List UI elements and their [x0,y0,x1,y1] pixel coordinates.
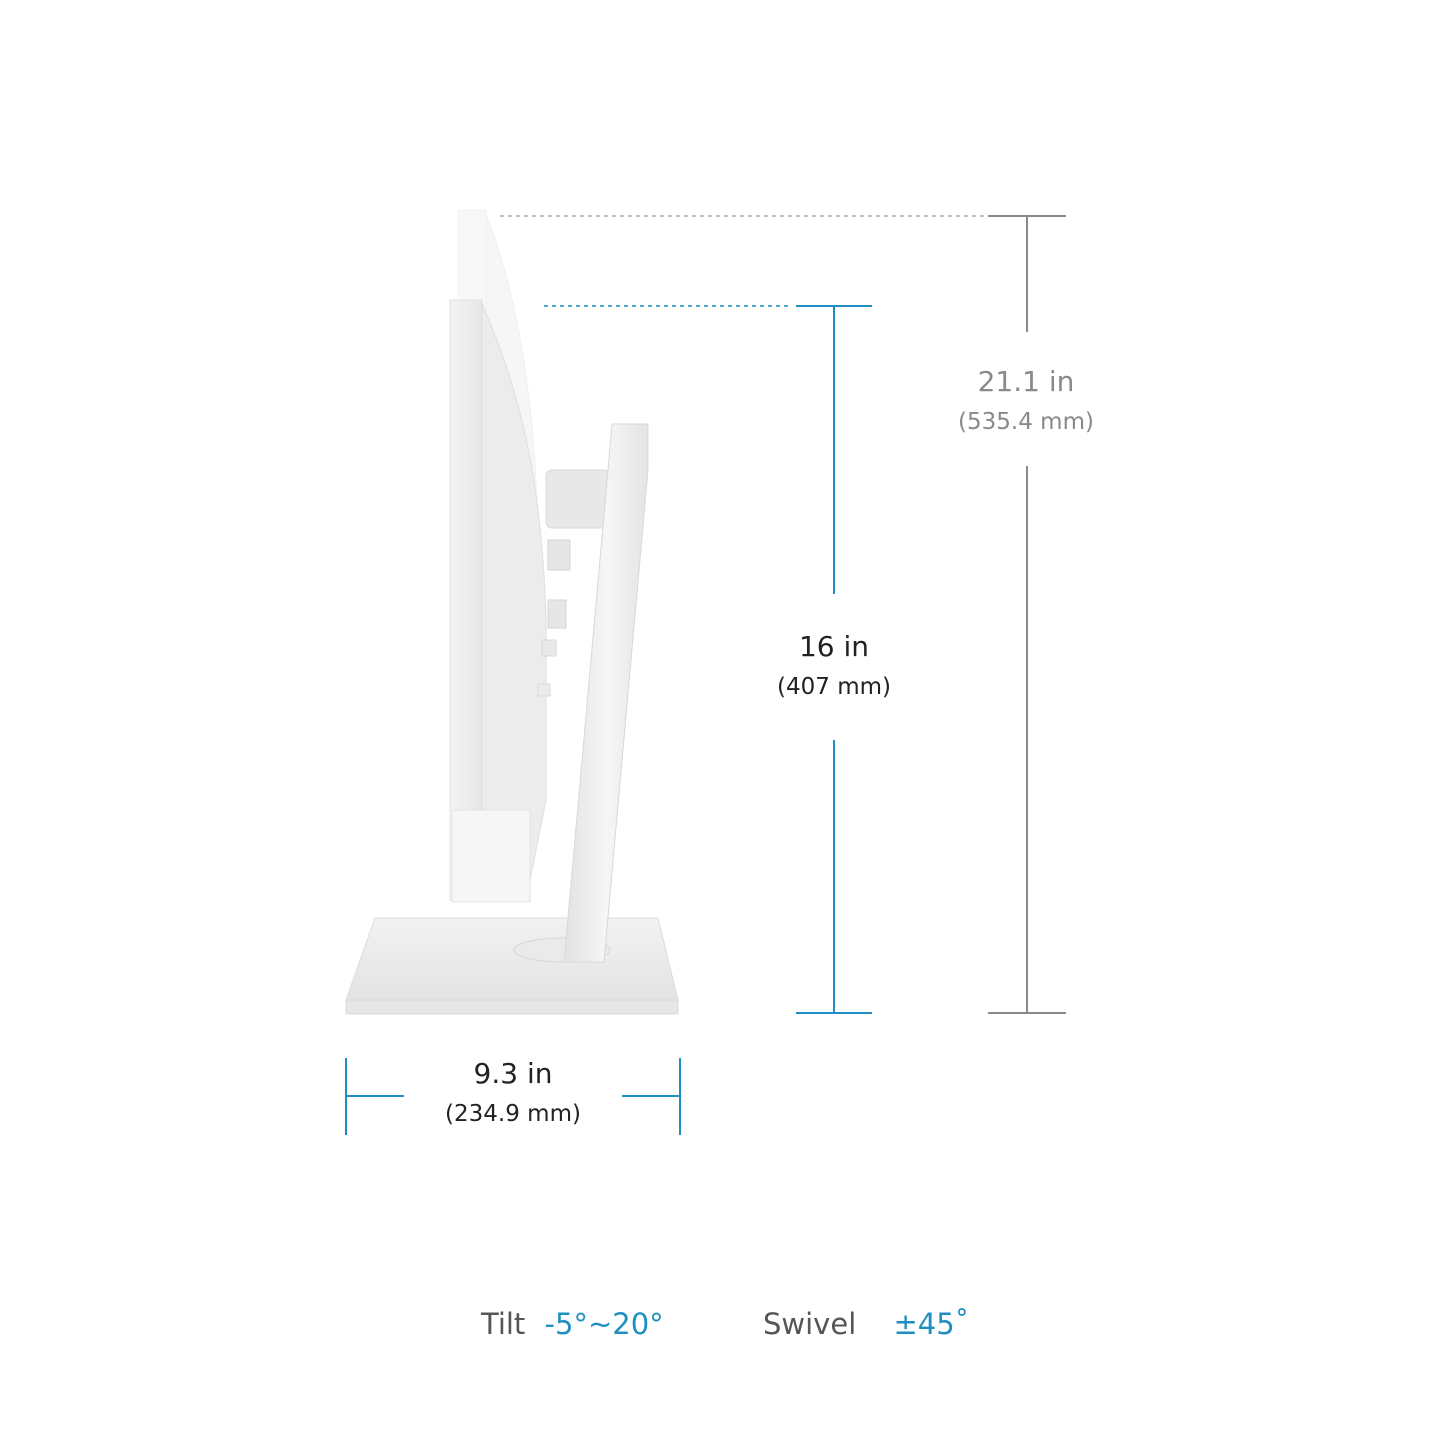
hinge-bracket [537,469,611,697]
stand-base [345,917,679,1015]
base-depth-dimension [345,1058,681,1135]
min-height-dimension [544,305,872,1014]
base-depth-imperial-label: 9.3 in [473,1057,553,1090]
swivel-label: Swivel [763,1307,857,1341]
stand-column [563,423,649,963]
tilt-value: -5°~20° [544,1307,664,1341]
max-height-dimension [500,215,1066,1014]
min-height-imperial-label: 16 in [798,630,870,663]
tilt-spec: Tilt -5°~20° [481,1310,664,1339]
max-height-metric-label: (535.4 mm) [958,409,1094,435]
base-depth-metric-label: (234.9 mm) [445,1101,581,1127]
max-height-imperial-label: 21.1 in [977,365,1075,398]
min-height-metric-label: (407 mm) [777,674,891,700]
tilt-label: Tilt [481,1307,526,1341]
swivel-spec: Swivel ±45˚ [763,1310,969,1339]
swivel-value: ±45˚ [893,1307,970,1341]
monitor-side-view [345,209,679,1015]
monitor-panel-lowered [449,299,547,903]
